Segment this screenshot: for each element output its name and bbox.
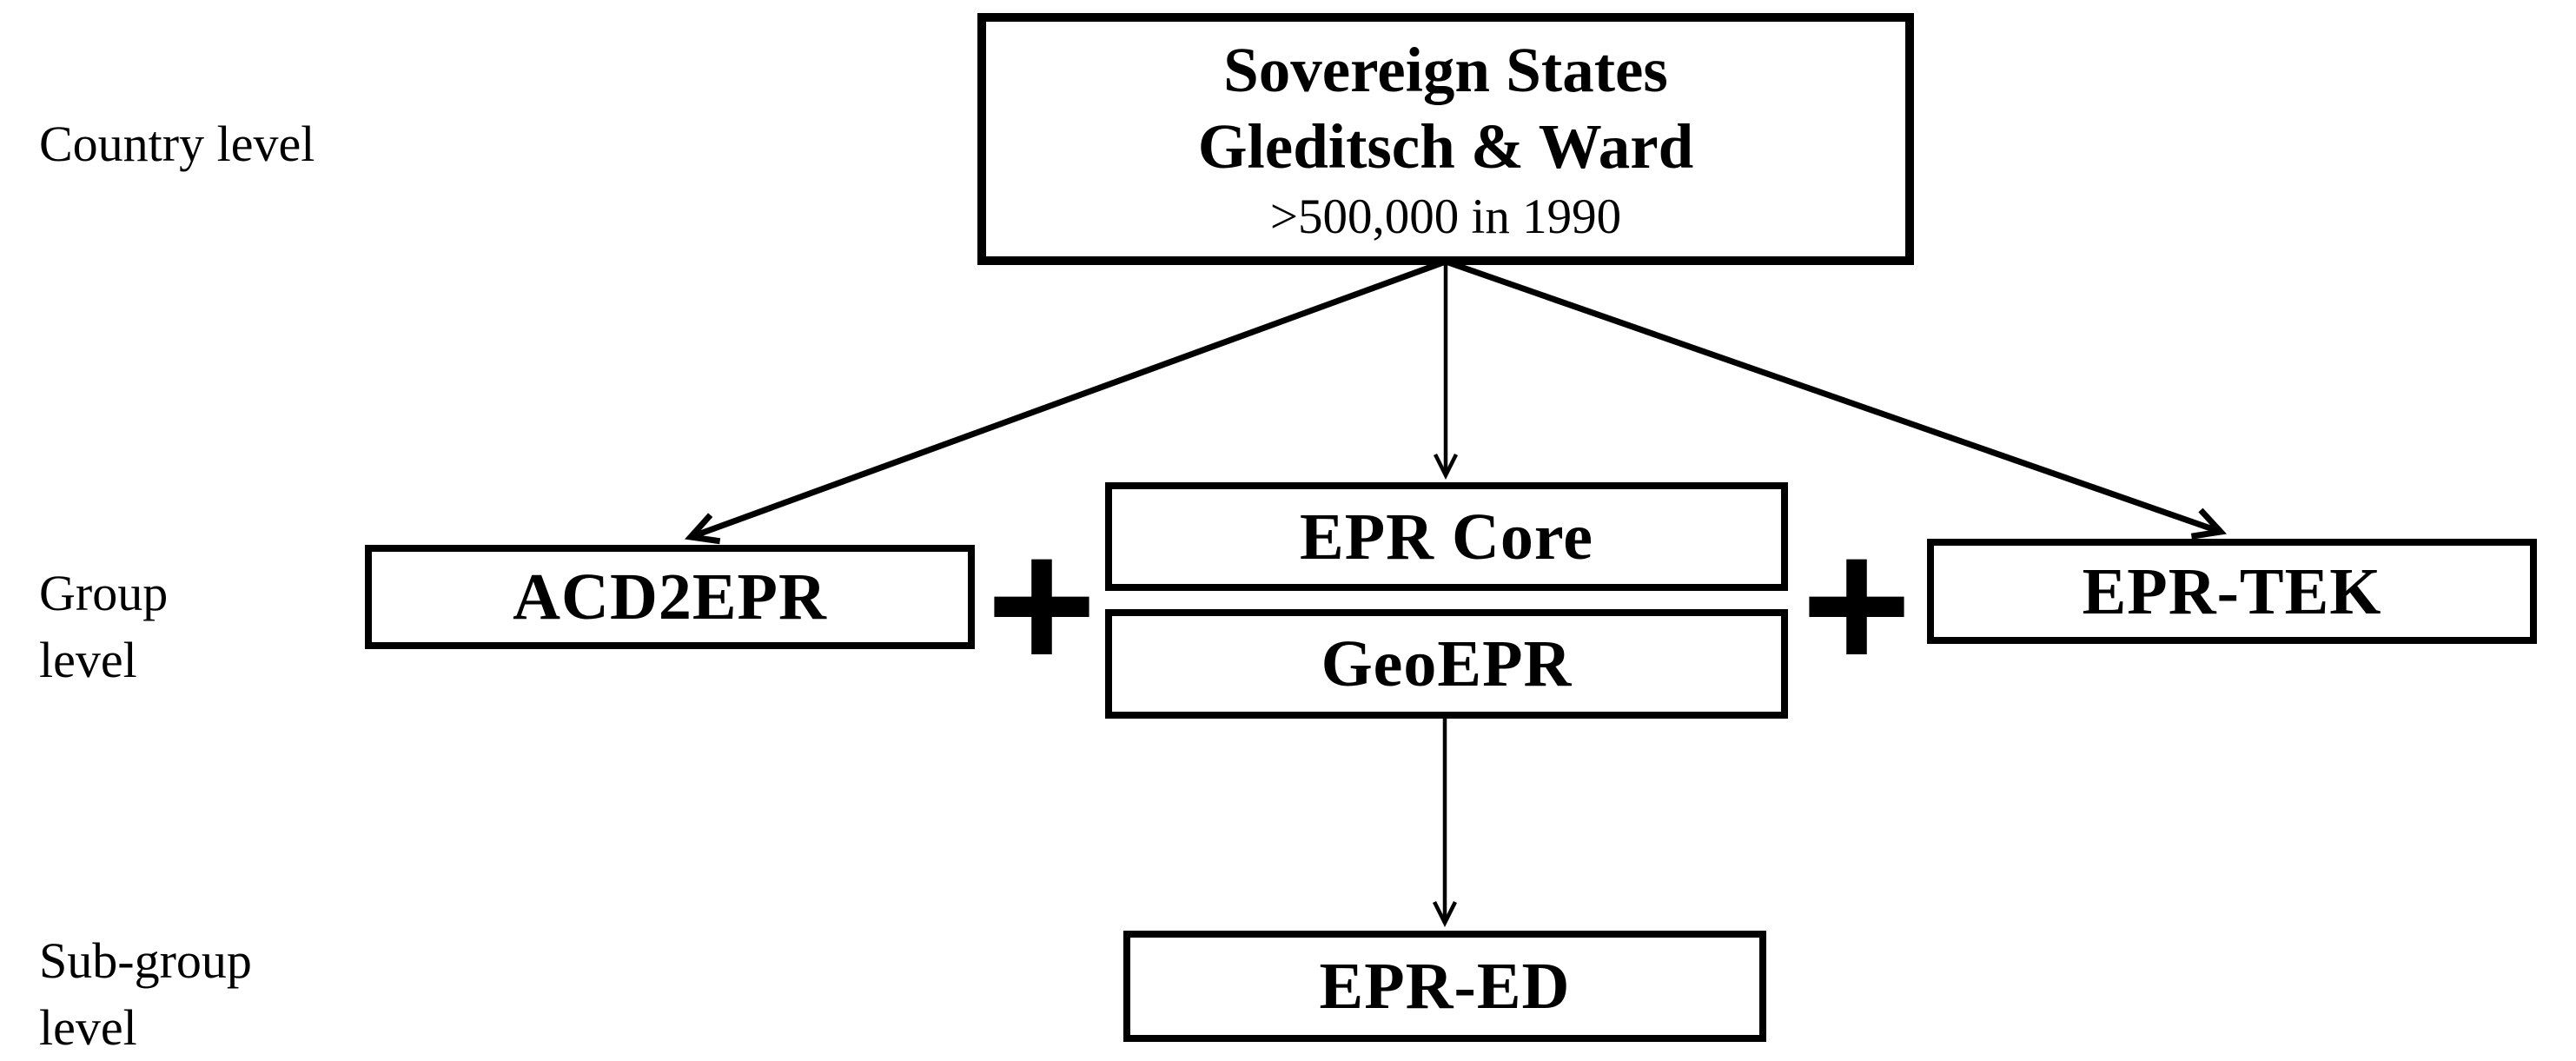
plus-icon-right-glyph: + [1794, 517, 1920, 687]
node-sovereign-states: Sovereign States Gleditsch & Ward >500,0… [977, 13, 1914, 265]
node-sovereign-states-source: Gleditsch & Ward [1197, 110, 1694, 182]
level-label-country: Country level [39, 111, 315, 178]
level-label-group-line2: level [39, 631, 137, 688]
node-sovereign-states-threshold: >500,000 in 1990 [1269, 189, 1622, 245]
node-epr-tek: EPR-TEK [1927, 539, 2537, 644]
level-label-group-line1: Group [39, 565, 169, 621]
level-label-subgroup: Sub-group level [39, 928, 252, 1061]
level-label-country-line: Country level [39, 116, 315, 172]
node-acd2epr: ACD2EPR [365, 545, 975, 649]
level-label-group: Group level [39, 560, 168, 693]
plus-icon-right: + [1783, 520, 1930, 685]
node-epr-core: EPR Core [1105, 482, 1788, 591]
node-acd2epr-label: ACD2EPR [513, 560, 827, 633]
node-sovereign-states-title: Sovereign States [1223, 34, 1668, 105]
level-label-subgroup-line2: level [39, 998, 137, 1056]
node-epr-ed: EPR-ED [1123, 931, 1766, 1042]
level-label-subgroup-line1: Sub-group [39, 932, 252, 989]
node-epr-ed-label: EPR-ED [1319, 950, 1571, 1023]
node-geo-epr-label: GeoEPR [1321, 627, 1573, 700]
node-epr-core-label: EPR Core [1300, 500, 1593, 574]
node-epr-tek-label: EPR-TEK [2082, 554, 2382, 628]
node-geo-epr: GeoEPR [1105, 609, 1788, 719]
plus-icon-left: + [968, 520, 1116, 685]
plus-icon-left-glyph: + [979, 517, 1105, 687]
